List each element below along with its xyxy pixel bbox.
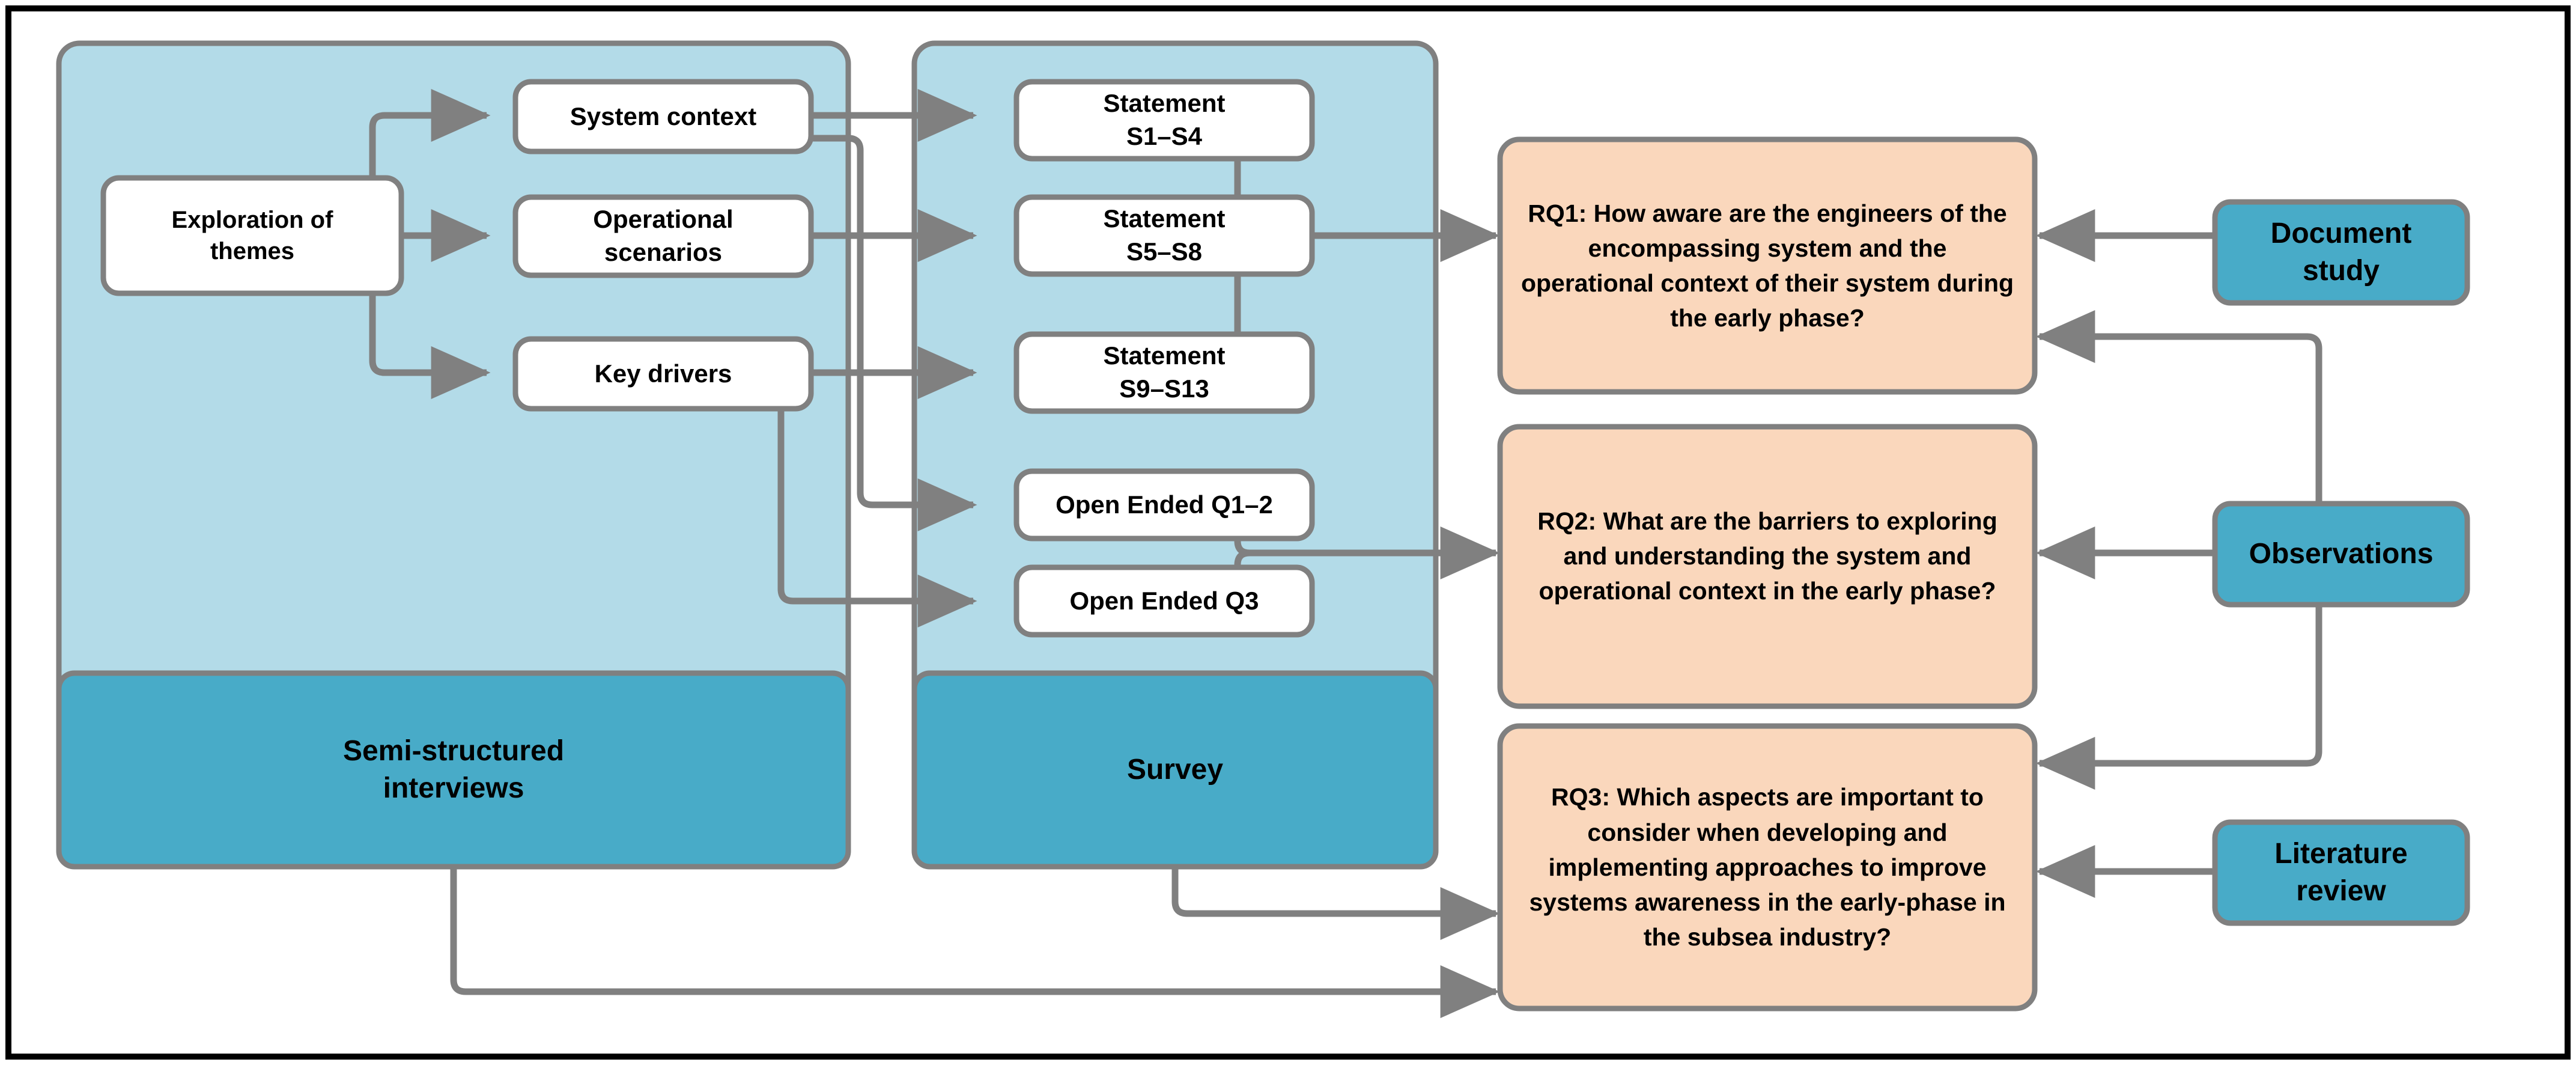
banner-semi-structured-interviews[interactable]	[56, 670, 851, 870]
node-rq1[interactable]	[1497, 136, 2038, 395]
node-open-ended-q3[interactable]	[1013, 564, 1315, 638]
node-literature-review[interactable]	[2212, 819, 2470, 926]
banner-survey[interactable]	[911, 670, 1439, 870]
node-operational-scenarios[interactable]	[512, 194, 814, 278]
connector-survey-to-rq3	[1171, 867, 1500, 940]
connector-system-context-to-open-ended-q1-2	[810, 135, 977, 531]
node-rq3[interactable]	[1497, 723, 2038, 1012]
node-open-ended-q1-2[interactable]	[1013, 468, 1315, 542]
node-observations[interactable]	[2212, 501, 2470, 608]
connector-interviews-to-rq3	[450, 867, 1500, 1018]
node-statement-s9-s13[interactable]	[1013, 331, 1315, 414]
node-system-context[interactable]	[512, 79, 814, 154]
node-statement-s1-s4[interactable]	[1013, 79, 1315, 162]
node-statement-s5-s8[interactable]	[1013, 194, 1315, 277]
connector-key-drivers-to-open-ended-q3	[777, 395, 977, 627]
node-rq2[interactable]	[1497, 424, 2038, 709]
node-exploration-of-themes[interactable]	[100, 175, 404, 296]
connector-observations-to-rq3	[2035, 565, 2322, 790]
node-key-drivers[interactable]	[512, 336, 814, 412]
node-document-study[interactable]	[2212, 199, 2470, 306]
